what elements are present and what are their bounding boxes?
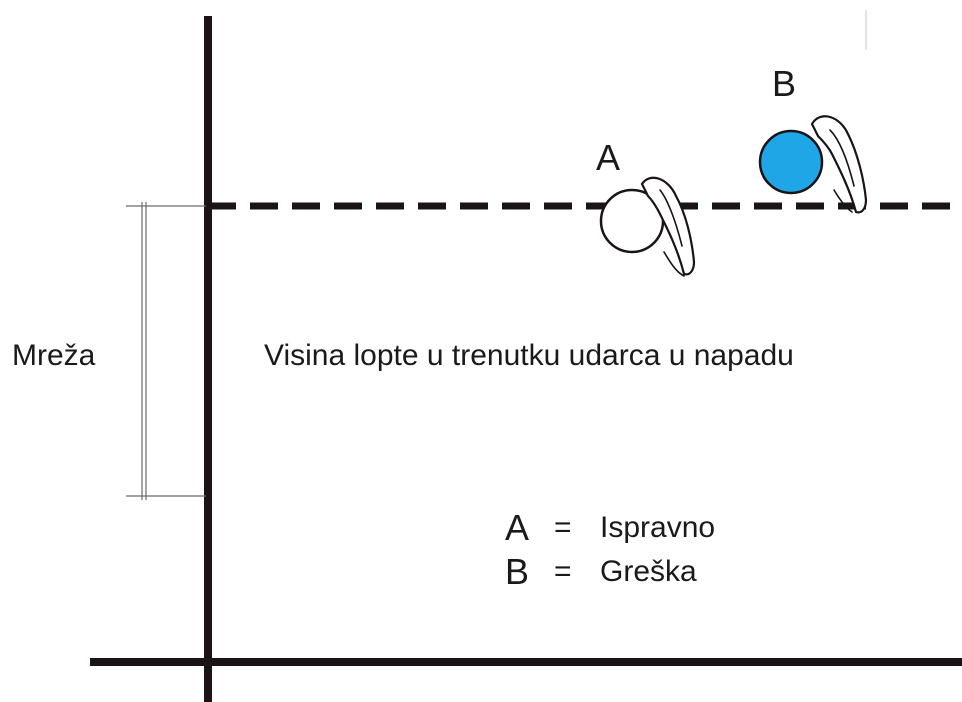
ball-b xyxy=(758,129,824,195)
hand-a-icon xyxy=(640,176,696,277)
hand-b-icon xyxy=(810,115,868,214)
net-label: Mreža xyxy=(12,339,96,372)
legend: A = Ispravno B = Greška xyxy=(505,507,715,592)
legend-equals-a: = xyxy=(554,511,572,544)
ball-b-group xyxy=(758,115,868,214)
legend-key-a: A xyxy=(505,507,529,548)
ball-a-group xyxy=(599,176,696,277)
legend-key-b: B xyxy=(505,551,529,592)
ball-a-label: A xyxy=(596,137,620,178)
diagram-caption: Visina lopte u trenutku udarca u napadu xyxy=(264,339,794,372)
net-dimension-bracket xyxy=(126,202,206,500)
ball-b-label: B xyxy=(772,63,796,104)
legend-value-b: Greška xyxy=(600,555,697,588)
legend-value-a: Ispravno xyxy=(600,511,715,544)
legend-equals-b: = xyxy=(554,555,572,588)
